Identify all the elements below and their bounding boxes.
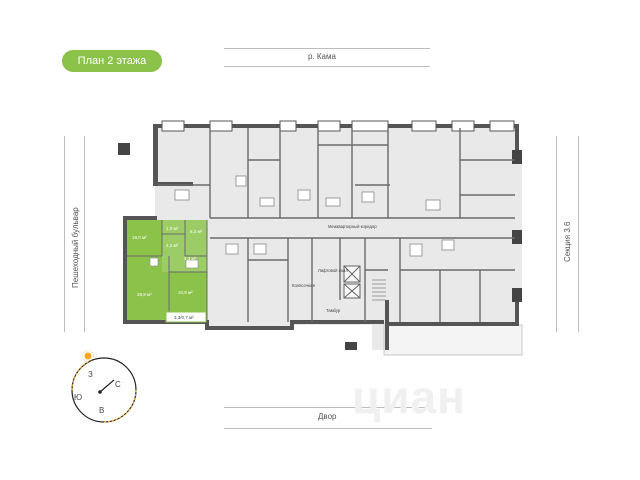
compass-needle	[99, 379, 115, 393]
structural-columns	[118, 143, 522, 350]
bottom-reference-line	[224, 407, 432, 408]
watermark: циан	[352, 371, 466, 423]
fixtures	[174, 175, 455, 257]
top-windows	[161, 120, 515, 132]
area-label-2: 1,0 м²	[166, 226, 179, 231]
interior-walls	[158, 128, 515, 322]
sun-icon-halo	[82, 350, 94, 362]
top-reference-line-lower	[224, 66, 430, 67]
right-reference-line-inner	[578, 136, 579, 332]
stairs	[372, 279, 386, 301]
compass: З С Ю В	[71, 350, 137, 423]
compass-label-west: Ю	[74, 393, 82, 402]
area-label-6: 28,9 м²	[137, 292, 152, 297]
area-label-3: 4,2 м²	[166, 243, 179, 248]
area-label-7: 10,9 м²	[178, 290, 193, 295]
bottom-reference-line-lower	[224, 428, 432, 429]
right-reference-line	[556, 136, 557, 332]
tambour-label: Тамбур	[326, 308, 341, 313]
area-label-8: 3,3/0,7 м²	[174, 315, 194, 320]
apartment-balcony	[165, 311, 207, 323]
area-label-5: 4,3 м²	[184, 256, 197, 261]
area-label-4: 6,3 м²	[190, 229, 203, 234]
left-reference-line	[64, 136, 65, 332]
sun-icon	[84, 352, 92, 360]
lift-shaft	[343, 265, 361, 299]
apartment-room-18	[127, 220, 162, 256]
compass-label-north: З	[88, 370, 93, 379]
floor-plan-title: План 2 этажа	[62, 50, 162, 72]
area-label-1: 18,0 м²	[132, 235, 147, 240]
top-reference-line	[224, 48, 430, 49]
left-reference-line-inner	[84, 136, 85, 332]
bottom-yard-label: Двор	[318, 412, 337, 421]
top-street-label: р. Кама	[308, 52, 336, 61]
compass-label-south: В	[99, 406, 104, 415]
lift-hall-label: Лифтовой холл	[318, 268, 348, 273]
stroller-room-label: Колясочная	[292, 283, 315, 288]
corridor-label: Межквартирный коридор	[328, 224, 377, 229]
compass-label-east: С	[115, 380, 121, 389]
